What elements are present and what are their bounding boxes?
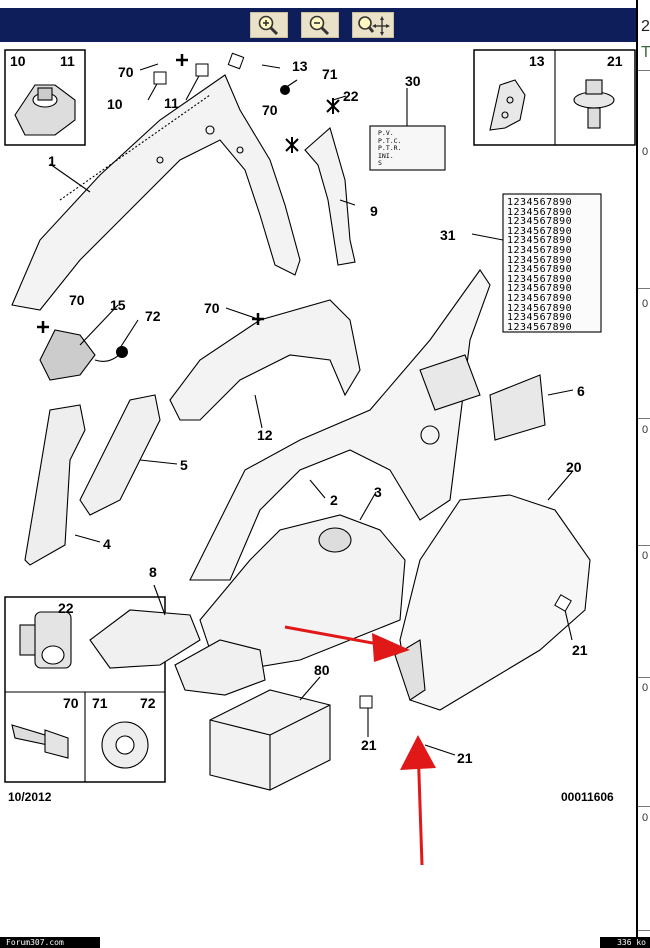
callout-label: 4 <box>103 536 111 552</box>
exploded-parts-diagram <box>4 49 636 866</box>
callout-label: 71 <box>322 66 338 82</box>
callout-label: 31 <box>440 227 456 243</box>
callout-label: 70 <box>118 64 134 80</box>
diagram-toolbar <box>0 8 636 42</box>
right-column-char: T <box>641 44 650 61</box>
callout-label: 9 <box>370 203 378 219</box>
right-column-marker: 0 <box>642 146 649 158</box>
part-30-label-text: P.V. P.T.C. P.T.R. INI. S <box>378 129 402 168</box>
callout-label: 21 <box>607 53 623 69</box>
magnifier-minus-icon <box>309 15 330 36</box>
callout-label: 2 <box>330 492 338 508</box>
callout-label: 21 <box>572 642 588 658</box>
right-column-char: 2 <box>641 18 650 35</box>
callout-label: 70 <box>204 300 220 316</box>
inset-box-10-11 <box>4 49 86 146</box>
callout-label: 30 <box>405 73 421 89</box>
zoom-out-button[interactable] <box>301 12 339 38</box>
diagram-date: 10/2012 <box>8 790 52 804</box>
callout-label: 72 <box>140 695 156 711</box>
callout-label: 10 <box>107 96 123 112</box>
callout-label: 71 <box>92 695 108 711</box>
right-column-marker: 0 <box>642 682 649 694</box>
callout-label: 80 <box>314 662 330 678</box>
zoom-in-button[interactable] <box>250 12 288 38</box>
callout-label: 21 <box>457 750 473 766</box>
callout-label: 20 <box>566 459 582 475</box>
part-31-number-table: 1234567890 1234567890 1234567890 1234567… <box>507 197 573 333</box>
right-column-marker: 0 <box>642 812 649 824</box>
callout-label: 21 <box>361 737 377 753</box>
callout-label: 72 <box>145 308 161 324</box>
footer-site: Forum307.com <box>0 937 100 948</box>
callout-label: 1 <box>48 153 56 169</box>
callout-label: 22 <box>343 88 359 104</box>
callout-label: 11 <box>164 95 179 111</box>
callout-label: 11 <box>60 53 75 69</box>
callout-label: 15 <box>110 297 126 313</box>
magnifier-plus-icon <box>258 15 279 36</box>
diagram-reference: 00011606 <box>561 790 614 804</box>
callout-label: 70 <box>63 695 79 711</box>
footer-size: 336 ko <box>600 937 650 948</box>
callout-label: 5 <box>180 457 188 473</box>
callout-label: 12 <box>257 427 273 443</box>
callout-label: 70 <box>262 102 278 118</box>
callout-label: 10 <box>10 53 26 69</box>
right-column-marker: 0 <box>642 550 649 562</box>
callout-label: 8 <box>149 564 157 580</box>
callout-label: 70 <box>69 292 85 308</box>
right-column-marker: 0 <box>642 424 649 436</box>
callout-label: 13 <box>292 58 308 74</box>
right-side-column <box>636 0 650 948</box>
footer-bar <box>0 937 650 948</box>
callout-label: 22 <box>58 600 74 616</box>
right-column-marker: 0 <box>642 298 649 310</box>
callout-label: 6 <box>577 383 585 399</box>
callout-label: 13 <box>529 53 545 69</box>
zoom-pan-button[interactable] <box>352 12 394 38</box>
magnifier-move-icon <box>358 16 390 36</box>
callout-label: 3 <box>374 484 382 500</box>
